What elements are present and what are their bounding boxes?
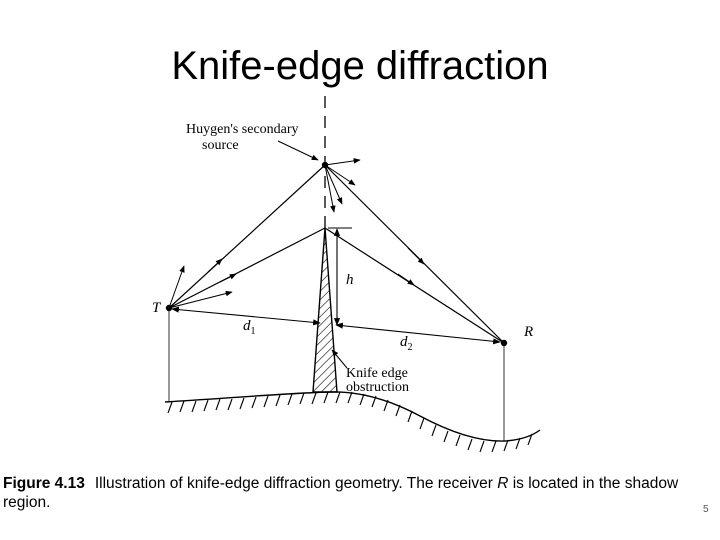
ray-source-down1: [324, 164, 356, 186]
d1-arrow: [171, 306, 321, 326]
d2-arrow: [335, 322, 501, 345]
ground-hatching: [167, 391, 533, 453]
arrow-tip-r: [397, 273, 415, 286]
height-label: h: [346, 272, 354, 288]
ray-t-mid: [168, 290, 233, 309]
caption-text-before: Illustration of knife-edge diffraction g…: [94, 475, 498, 492]
arrow-source-r: [407, 247, 425, 265]
huygens-source-point: [321, 161, 329, 169]
d1-label: d1: [243, 318, 256, 337]
figure-number: Figure 4.13: [3, 475, 85, 492]
huygens-pointer-arrow: [277, 140, 319, 161]
ray-source-down2: [324, 164, 343, 205]
knife-pointer-arrow: [331, 349, 348, 369]
path-t-to-tip: [168, 227, 326, 309]
knife-edge-obstruction: [312, 227, 338, 393]
huygens-label-line1: Huygen's secondary: [186, 122, 299, 137]
page-number: 5: [703, 504, 709, 515]
ground-terrain: [164, 391, 541, 442]
path-t-to-source: [168, 164, 326, 309]
receiver-point: [500, 339, 508, 347]
ray-source-down3: [324, 164, 336, 213]
knife-label-line1: Knife edge: [346, 366, 408, 381]
caption-text-after: is located in the shadow region.: [3, 475, 679, 511]
huygens-label-line2: source: [202, 138, 239, 153]
knife-label-line2: obstruction: [346, 380, 409, 395]
transmitter-label: T: [152, 300, 162, 316]
caption-italic-r: R: [497, 475, 509, 492]
arrow-t-source: [207, 258, 223, 273]
ray-source-right: [324, 158, 361, 166]
slide-title: Knife-edge diffraction: [171, 44, 549, 88]
transmitter-point: [165, 304, 173, 312]
arrow-t-tip: [219, 273, 237, 283]
d2-label: d2: [400, 334, 413, 353]
ray-t-up: [168, 265, 185, 309]
figure-caption: Figure 4.13 Illustration of knife-edge di…: [3, 474, 715, 512]
receiver-label: R: [523, 324, 533, 340]
